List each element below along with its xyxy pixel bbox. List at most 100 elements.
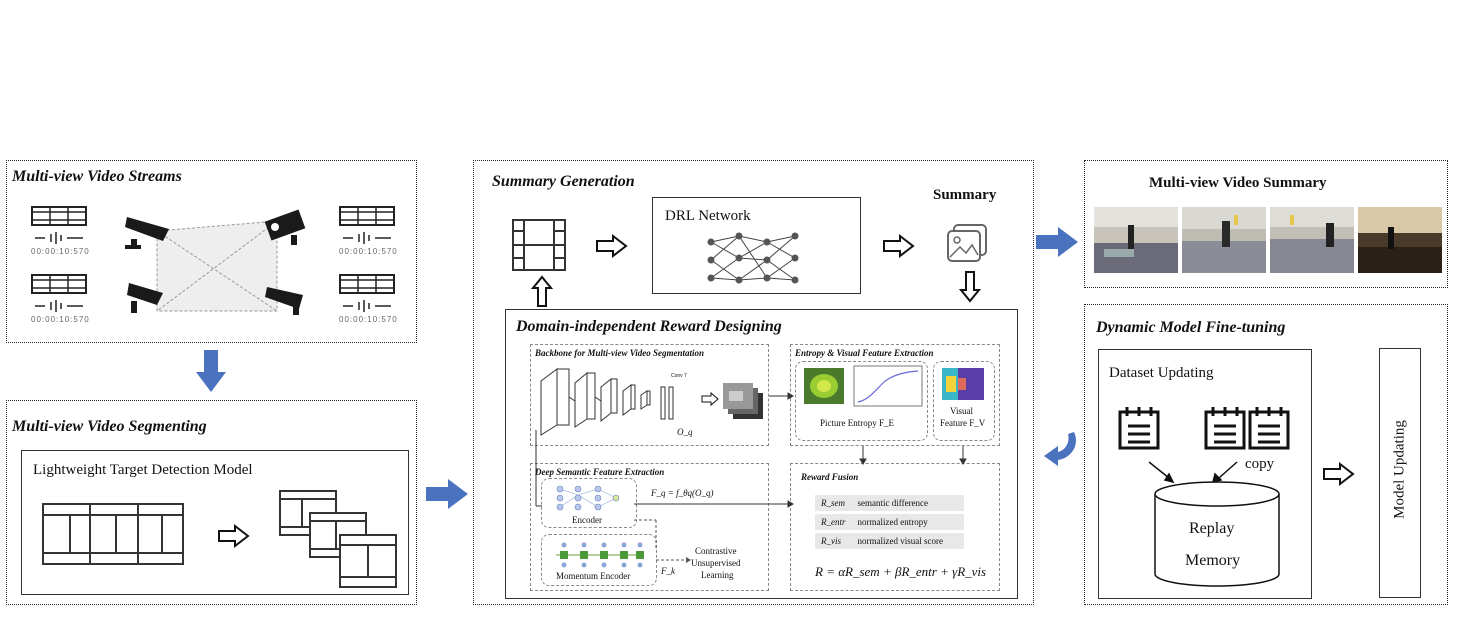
feature-maps-icon — [723, 383, 763, 419]
memory-label: Memory — [1185, 552, 1241, 569]
momentum-encoder-icon — [556, 542, 644, 568]
entropy-curve-icon — [853, 365, 923, 407]
visual-feature-group: Visual Feature F_V — [933, 361, 995, 441]
picture-entropy-group: Picture Entropy F_E — [795, 361, 928, 441]
backbone-title: Backbone for Multi-view Video Segmentati… — [535, 348, 705, 358]
entropy-title: Entropy & Visual Feature Extraction — [795, 348, 934, 358]
model-updating-label: Model Updating — [1391, 420, 1408, 519]
feature-fv-label: Feature F_V — [940, 418, 986, 428]
conv-label: Conv 7 — [671, 373, 687, 379]
encoder-network-icon — [556, 485, 620, 511]
video-segmenting-title: Multi-view Video Segmenting — [12, 418, 207, 435]
detection-model-box: Lightweight Target Detection Model — [21, 450, 409, 595]
film-icon — [512, 219, 566, 271]
reward-symbol: R_sem — [815, 495, 852, 511]
video-summary-title: Multi-view Video Summary — [1149, 175, 1327, 191]
copy-label: copy — [1245, 456, 1275, 472]
reward-fusion-section: Reward Fusion R_sem semantic difference … — [790, 463, 1000, 591]
fq-formula: F_q = f_θq(O_q) — [651, 488, 714, 498]
film-strip-icon — [31, 206, 87, 244]
cctv-camera-icon — [125, 217, 169, 249]
timecode: 00:00:10:570 — [339, 315, 398, 324]
flow-arrow-down-icon — [196, 350, 226, 392]
semantic-title: Deep Semantic Feature Extraction — [535, 467, 665, 477]
notepad-copy-icon — [1204, 407, 1290, 450]
dataset-arrows — [1148, 461, 1238, 484]
reward-formula: R = αR_sem + βR_entr + γR_vis — [815, 564, 987, 579]
timecode: 00:00:10:570 — [31, 315, 90, 324]
visual-label: Visual — [950, 406, 973, 416]
hollow-right-arrow-icon — [596, 233, 628, 259]
camera-coverage-lines — [156, 220, 278, 312]
table-row: R_sem semantic difference — [815, 495, 964, 511]
video-streams-panel: Multi-view Video Streams 00:00:10:570 00… — [6, 160, 417, 343]
reward-fusion-table: R_sem semantic difference R_entr normali… — [815, 492, 964, 552]
model-updating-box: Model Updating — [1379, 348, 1421, 598]
reward-designing-box: Domain-independent Reward Designing Back… — [505, 309, 1018, 599]
cctv-camera-icon — [127, 283, 163, 313]
film-strip-long-icon — [42, 503, 184, 565]
entropy-section: Entropy & Visual Feature Extraction Pict… — [790, 344, 1000, 446]
hollow-right-arrow-icon — [883, 233, 915, 259]
cctv-camera-icon — [264, 209, 306, 245]
cnn-backbone-icon — [540, 368, 674, 436]
fine-tuning-panel: Dynamic Model Fine-tuning Dataset Updati… — [1084, 304, 1448, 605]
momentum-encoder-group: Momentum Encoder — [541, 534, 657, 586]
cctv-camera-icon — [265, 287, 303, 315]
dataset-updating-box: Dataset Updating — [1098, 349, 1312, 599]
encoder-label: Encoder — [572, 515, 602, 525]
video-streams-title: Multi-view Video Streams — [12, 168, 182, 185]
fine-tuning-title: Dynamic Model Fine-tuning — [1096, 319, 1286, 336]
flow-arrow-right-icon — [1036, 227, 1078, 257]
drl-network-box: DRL Network — [652, 197, 861, 294]
contrastive-line-3: Learning — [701, 570, 734, 580]
momentum-encoder-label: Momentum Encoder — [556, 571, 631, 581]
visual-feature-heatmap-icon — [942, 368, 984, 400]
reward-description: semantic difference — [851, 495, 964, 511]
hollow-right-arrow-icon — [701, 391, 719, 407]
reward-symbol: R_vis — [815, 533, 852, 549]
contrastive-line-2: Unsupervised — [691, 558, 741, 568]
reward-description: normalized visual score — [851, 533, 964, 549]
timecode: 00:00:10:570 — [31, 247, 90, 256]
encoder-group: Encoder — [541, 478, 637, 528]
reward-symbol: R_entr — [815, 514, 852, 530]
replay-memory-cylinder — [1154, 481, 1280, 587]
summary-label: Summary — [933, 187, 997, 203]
image-gallery-icon — [947, 224, 987, 262]
video-summary-panel: Multi-view Video Summary — [1084, 160, 1448, 288]
segmented-clips-icon — [279, 490, 397, 588]
timecode: 00:00:10:570 — [339, 247, 398, 256]
neural-network-icon — [707, 232, 799, 284]
dataset-updating-label: Dataset Updating — [1109, 365, 1214, 381]
film-strip-icon — [31, 274, 87, 312]
film-strip-icon — [339, 206, 395, 244]
oq-label: O_q — [677, 427, 693, 437]
notepad-icon — [1118, 407, 1160, 450]
contrastive-line-1: Contrastive — [695, 546, 737, 556]
flow-arrow-right-icon — [426, 479, 468, 509]
hollow-right-arrow-icon — [1323, 461, 1355, 487]
summary-generation-panel: Summary Generation DRL Network — [473, 160, 1034, 605]
reward-fusion-title: Reward Fusion — [801, 472, 859, 482]
hollow-up-arrow-icon — [530, 275, 554, 307]
drl-network-label: DRL Network — [665, 208, 751, 224]
video-segmenting-panel: Multi-view Video Segmenting Lightweight … — [6, 400, 417, 605]
hollow-right-arrow-icon — [218, 523, 250, 549]
detection-model-label: Lightweight Target Detection Model — [33, 462, 253, 478]
hollow-down-arrow-icon — [958, 271, 982, 303]
backbone-section: Backbone for Multi-view Video Segmentati… — [530, 344, 769, 446]
replay-label: Replay — [1189, 520, 1235, 537]
reward-description: normalized entropy — [851, 514, 964, 530]
film-strip-icon — [339, 274, 395, 312]
table-row: R_entr normalized entropy — [815, 514, 964, 530]
entropy-heatmap-icon — [804, 368, 844, 404]
semantic-section: Deep Semantic Feature Extraction Encoder… — [530, 463, 769, 591]
feedback-curved-arrow-icon — [1044, 432, 1077, 466]
reward-designing-title: Domain-independent Reward Designing — [516, 318, 782, 335]
picture-entropy-label: Picture Entropy F_E — [820, 418, 894, 428]
summary-keyframes — [1094, 207, 1442, 273]
reward-connectors — [535, 392, 967, 563]
table-row: R_vis normalized visual score — [815, 533, 964, 549]
summary-generation-title: Summary Generation — [492, 173, 635, 190]
